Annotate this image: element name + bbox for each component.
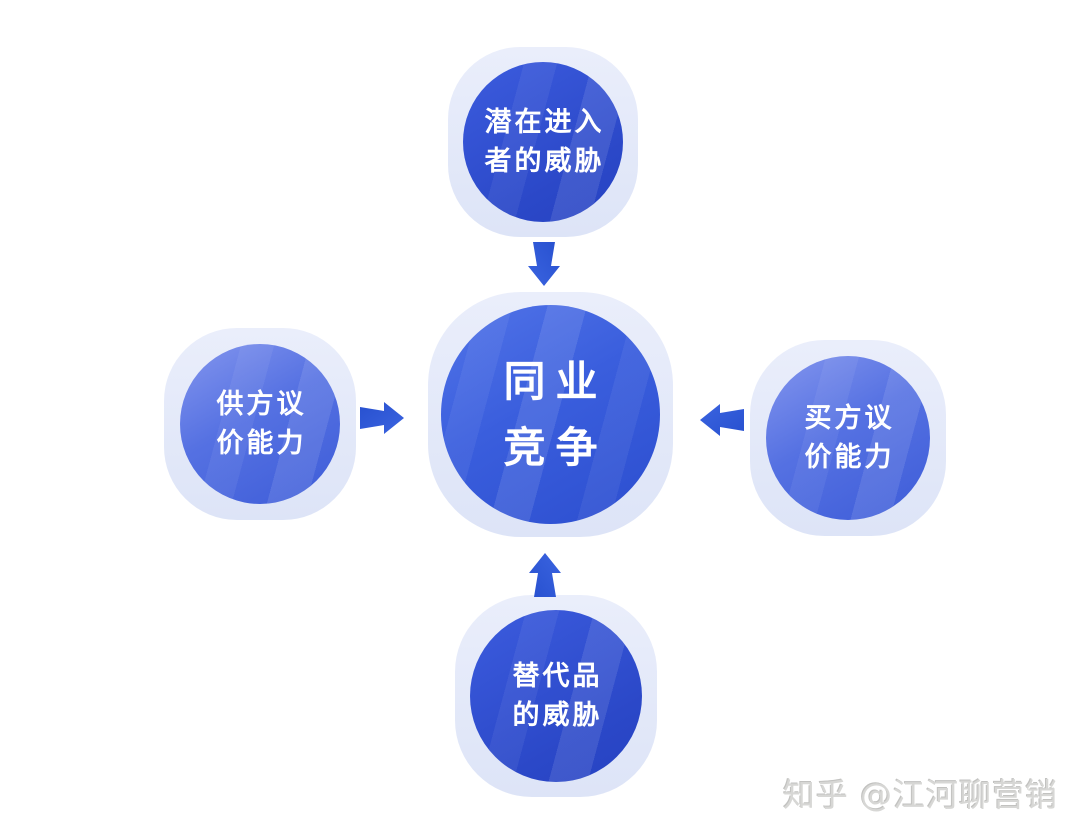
node-label-line: 同业 xyxy=(503,357,608,407)
zhihu-watermark: 知乎 @江河聊营销 xyxy=(782,776,1058,814)
node-threat-of-substitutes: 替代品 的威胁 xyxy=(455,595,657,797)
arrow-right-icon xyxy=(360,400,404,436)
node-label-line: 者的威胁 xyxy=(484,146,605,177)
node-label-line: 价能力 xyxy=(804,442,895,473)
node-disc: 同业 竞争 xyxy=(441,305,660,524)
node-supplier-bargaining-power: 供方议 价能力 xyxy=(164,328,356,520)
node-label: 买方议 价能力 xyxy=(802,399,895,477)
arrow-down-icon xyxy=(526,242,562,286)
node-industry-rivalry: 同业 竞争 xyxy=(428,292,673,537)
node-threat-of-new-entrants: 潜在进入 者的威胁 xyxy=(448,47,638,237)
node-disc: 买方议 价能力 xyxy=(766,356,930,520)
node-label-line: 价能力 xyxy=(216,428,307,459)
node-label: 替代品 的威胁 xyxy=(510,657,603,735)
node-label: 潜在进入 者的威胁 xyxy=(482,103,605,181)
node-label-line: 的威胁 xyxy=(512,700,603,731)
node-label-line: 买方议 xyxy=(804,402,895,434)
node-label-line: 供方议 xyxy=(216,388,307,420)
arrow-left-icon xyxy=(700,402,744,438)
node-label-line: 潜在进入 xyxy=(484,106,605,138)
arrow-up-icon xyxy=(527,553,563,597)
node-disc: 潜在进入 者的威胁 xyxy=(463,62,623,222)
node-label: 同业 竞争 xyxy=(493,349,607,479)
node-disc: 供方议 价能力 xyxy=(180,344,340,504)
node-disc: 替代品 的威胁 xyxy=(470,610,642,782)
node-label-line: 竞争 xyxy=(503,422,608,472)
node-buyer-bargaining-power: 买方议 价能力 xyxy=(750,340,946,536)
node-label-line: 替代品 xyxy=(512,660,603,692)
node-label: 供方议 价能力 xyxy=(214,385,307,463)
